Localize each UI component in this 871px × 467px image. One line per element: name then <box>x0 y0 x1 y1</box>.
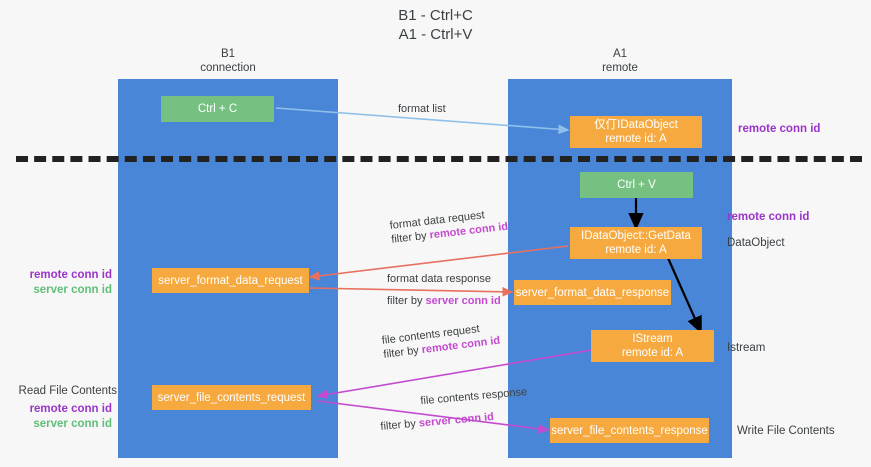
annotation-format-list-label: format list <box>398 103 446 115</box>
node-getdata-line1: IDataObject::GetData <box>581 230 691 242</box>
column-header-b1: B1 connection <box>118 47 338 75</box>
label-istream: Istream <box>727 342 766 354</box>
title-line-1: B1 - Ctrl+C <box>398 7 473 24</box>
annotation-format-data-response-line1: format data response <box>387 273 491 285</box>
node-ctrl-c-line1: Ctrl + C <box>197 103 238 115</box>
annotation-format-list: format list <box>398 102 446 116</box>
node-server-format-data-request-label: server_format_data_request <box>158 274 303 287</box>
annotation-format-data-response-key: server conn id <box>425 295 501 307</box>
annotation-file-contents-request-prefix: filter by <box>382 344 423 361</box>
column-header-a1: A1 remote <box>508 47 732 75</box>
label-right-getdata-remote-conn-id: remote conn id <box>727 211 810 223</box>
node-idataobject-getdata[interactable]: IDataObject::GetData remote id: A <box>570 227 702 259</box>
node-idataobject-remote[interactable]: 仅仃IDataObject remote id: A <box>570 116 702 148</box>
diagram-title: B1 - Ctrl+C A1 - Ctrl+V <box>0 6 871 44</box>
node-idataobject-remote-line1: 仅仃IDataObject <box>594 119 678 131</box>
label-dataobject: DataObject <box>727 237 785 249</box>
annotation-format-data-request: format data request filter by remote con… <box>389 206 509 247</box>
label-left-bottom-remote-conn-id: remote conn id <box>29 403 112 415</box>
label-left-mid-server-conn-id: server conn id <box>33 284 112 296</box>
annotation-file-contents-request: file contents request filter by remote c… <box>381 320 501 362</box>
label-write-file-contents: Write File Contents <box>737 425 835 437</box>
node-server-format-data-response-label: server_format_data_response <box>515 286 670 299</box>
annotation-format-data-request-prefix: filter by <box>390 229 431 246</box>
label-left-bottom-group: remote conn id server conn id <box>0 402 112 432</box>
node-server-file-contents-request-label: server_file_contents_request <box>157 391 306 404</box>
label-right-top-remote-conn-id: remote conn id <box>738 123 821 135</box>
node-getdata-line2: remote id: A <box>605 244 667 256</box>
column-header-a1-name: A1 <box>612 48 628 60</box>
annotation-file-contents-response-key: server conn id <box>418 411 495 430</box>
annotation-format-data-response-prefix: filter by <box>387 295 426 307</box>
node-istream-line1: IStream <box>632 333 673 345</box>
node-server-file-contents-response-label: server_file_contents_response <box>551 424 708 437</box>
label-left-mid-group: remote conn id server conn id <box>0 268 112 298</box>
annotation-file-contents-response-prefix: filter by <box>380 417 420 433</box>
node-istream-line2: remote id: A <box>621 347 684 359</box>
label-left-bottom-server-conn-id: server conn id <box>33 418 112 430</box>
label-left-mid-remote-conn-id: remote conn id <box>29 269 112 281</box>
node-server-format-data-request[interactable]: server_format_data_request <box>152 268 309 293</box>
label-read-file-contents: Read File Contents <box>18 385 117 397</box>
annotation-format-data-response: format data response filter by server co… <box>387 272 501 308</box>
node-server-format-data-response[interactable]: server_format_data_response <box>514 280 671 305</box>
node-ctrl-v[interactable]: Ctrl + V <box>580 172 693 198</box>
node-istream[interactable]: IStream remote id: A <box>591 330 714 362</box>
column-header-b1-role: connection <box>200 62 256 74</box>
node-server-file-contents-request[interactable]: server_file_contents_request <box>152 385 311 410</box>
phase-separator <box>16 156 862 162</box>
column-header-a1-role: remote <box>602 62 638 74</box>
node-ctrl-v-line1: Ctrl + V <box>617 179 656 191</box>
node-idataobject-remote-line2: remote id: A <box>605 133 667 145</box>
title-line-2: A1 - Ctrl+V <box>398 26 473 43</box>
annotation-file-contents-response-line1: file contents response <box>419 386 528 408</box>
annotation-file-contents-response: file contents response filter by server … <box>378 385 530 434</box>
node-server-file-contents-response[interactable]: server_file_contents_response <box>550 418 709 443</box>
annotation-format-data-response-line2: filter by server conn id <box>387 294 501 308</box>
node-ctrl-c[interactable]: Ctrl + C <box>161 96 274 122</box>
column-header-b1-name: B1 <box>220 48 236 60</box>
